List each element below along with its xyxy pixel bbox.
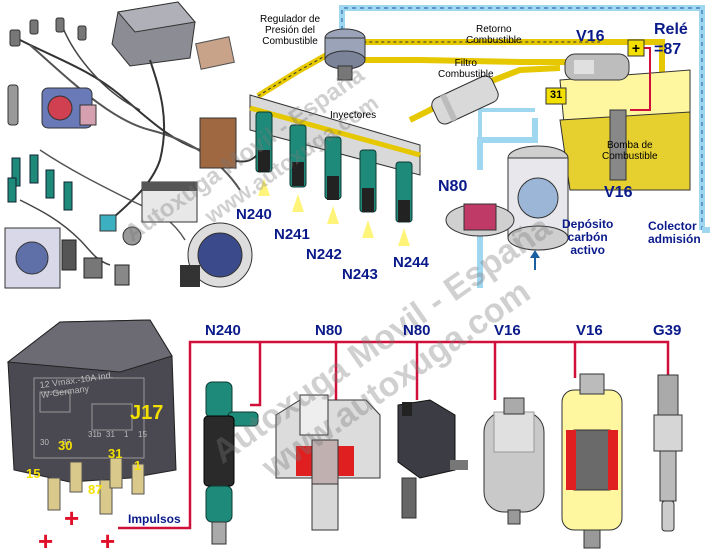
component-fuel-pump-cutaway xyxy=(561,373,623,549)
relay-pin-15: 15 xyxy=(26,466,41,481)
label-rele-l1: Relé xyxy=(654,21,688,38)
component-injector xyxy=(203,381,259,545)
bottom-label-n240: N240 xyxy=(205,322,241,339)
label-v16-top: V16 xyxy=(576,28,605,45)
label-filtro-l2: Combustible xyxy=(438,69,494,80)
component-n80-valve xyxy=(397,399,468,519)
bottom-label-v16-b: V16 xyxy=(576,322,603,339)
label-colector: Colector admisión xyxy=(648,220,701,246)
carbon-canister xyxy=(507,145,569,251)
label-regulador-l2: Presión del xyxy=(265,25,316,36)
label-impulsos: Impulsos xyxy=(128,512,181,526)
label-n243: N243 xyxy=(342,266,378,283)
bottom-wiring xyxy=(118,340,670,530)
svg-text:+: + xyxy=(632,40,640,56)
label-term31: 31 xyxy=(550,89,563,101)
bottom-label-v16-a: V16 xyxy=(494,322,521,339)
component-fuel-pump xyxy=(483,397,545,525)
component-o2-sensor xyxy=(653,374,683,532)
relay-pin-1: 1 xyxy=(134,458,142,473)
label-deposito-l1: Depósito xyxy=(562,217,614,231)
label-bomba-l1: Bomba de xyxy=(607,140,653,151)
label-retorno: Retorno Combustible xyxy=(466,24,522,46)
label-n242: N242 xyxy=(306,246,342,263)
relay-pin-31: 31 xyxy=(108,446,123,461)
relay-j17 xyxy=(6,319,177,515)
relay-pinlabel-15: 15 xyxy=(138,430,147,439)
relay-pinlabel-30: 30 xyxy=(40,438,49,447)
relay-pinlabel-1: 1 xyxy=(124,430,129,439)
label-colector-l2: admisión xyxy=(648,232,701,246)
relay-pinlabel-31: 31 xyxy=(106,430,115,439)
label-n80-top: N80 xyxy=(438,178,468,195)
label-retorno-l2: Combustible xyxy=(466,35,522,46)
relay-pin-30: 30 xyxy=(58,438,73,453)
label-regulador-l3: Combustible xyxy=(262,36,318,47)
label-deposito: Depósito carbón activo xyxy=(562,218,613,257)
bottom-label-n80-b: N80 xyxy=(403,322,431,339)
component-n80-cutaway xyxy=(275,394,381,531)
engine-harness-overview xyxy=(4,1,261,289)
label-v16-mid: V16 xyxy=(604,184,633,201)
label-n244: N244 xyxy=(393,254,429,271)
label-n240: N240 xyxy=(236,206,272,223)
fuel-filter xyxy=(431,75,499,125)
label-bomba-l2: Combustible xyxy=(602,151,658,162)
label-regulador-l1: Regulador de xyxy=(260,14,321,25)
label-rele: Relé =87 xyxy=(654,20,688,60)
label-retorno-l1: Retorno xyxy=(476,24,512,35)
relay-pinlabel-87: 87 xyxy=(62,438,71,447)
label-filtro-l1: Filtro xyxy=(454,58,477,69)
plus-icon: + xyxy=(38,526,54,556)
relay-name: J17 xyxy=(130,402,164,424)
plus-icon: + xyxy=(100,526,116,556)
label-filtro: Filtro Combustible xyxy=(438,58,494,80)
label-bomba: Bomba de Combustible xyxy=(602,140,658,162)
label-deposito-l3: activo xyxy=(570,243,606,257)
label-regulador: Regulador de Presión del Combustible xyxy=(260,14,320,47)
label-inyectores: Inyectores xyxy=(330,110,377,121)
fuel-tank xyxy=(559,53,691,191)
label-n241: N241 xyxy=(274,226,310,243)
label-rele-l2: =87 xyxy=(654,41,682,58)
plus-icon: + xyxy=(64,503,80,533)
relay-pin-87: 87 xyxy=(88,482,103,497)
n80-valve xyxy=(445,203,515,237)
relay-pinlabel-31b: 31b xyxy=(88,430,102,439)
label-deposito-l2: carbón xyxy=(567,230,608,244)
fuel-circuit: + xyxy=(249,5,710,288)
label-colector-l1: Colector xyxy=(648,219,697,233)
bottom-label-g39: G39 xyxy=(653,322,682,339)
bottom-label-n80-a: N80 xyxy=(315,322,343,339)
pressure-regulator xyxy=(324,28,366,81)
